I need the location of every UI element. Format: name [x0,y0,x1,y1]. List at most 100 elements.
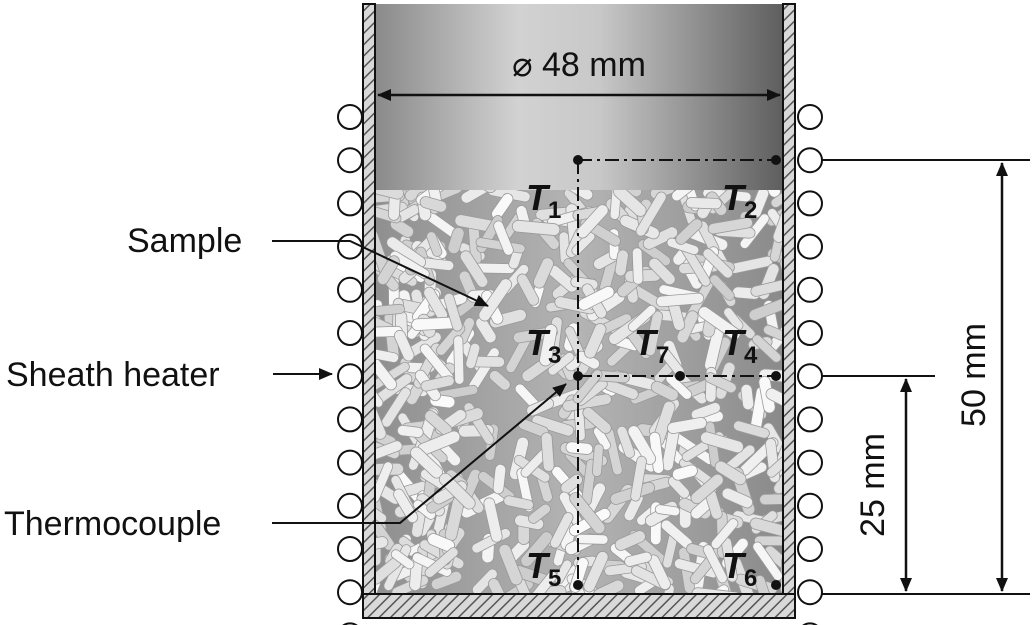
pellet [572,369,603,404]
pellet [498,543,523,586]
pellet [539,324,558,367]
pellet [627,425,657,465]
pellet [667,417,708,434]
pellet [614,530,646,551]
pellet [375,394,387,440]
heater-coil [797,363,823,390]
tc-point-5 [573,580,583,590]
pellet [530,570,558,593]
pellet [702,248,734,279]
heater-coil [337,233,363,260]
pellet [565,441,594,455]
sample-bed [375,190,783,593]
sheath-heater-coils [337,104,823,625]
pellet [690,473,724,505]
pellet [773,464,783,495]
pellet [375,303,405,316]
heater-coil [797,276,823,303]
height-50-label: 50 mm [955,323,993,427]
pellet [671,190,711,202]
pellet [691,587,742,593]
vessel-right-wall [782,3,796,619]
pellet [516,273,540,306]
pellet [733,420,770,439]
heater-coil [797,320,823,346]
pellet [540,432,555,472]
heater-coil [797,492,823,519]
thermocouple-leader [272,383,567,524]
pellet [723,307,744,331]
tc-label-5: T5 [526,545,561,592]
pellet [377,255,400,285]
tc-label-4: T4 [722,322,758,369]
pellet [511,219,561,236]
tc-label-7: T7 [634,322,669,369]
pellet [375,190,404,200]
pellet [527,503,551,524]
tc-point-1 [573,155,583,165]
pellet [582,406,612,434]
pellet [460,190,500,204]
pellet [465,342,481,370]
thermocouple-points [573,155,781,590]
pellet [375,353,398,391]
pellet [667,475,690,499]
pellet [602,190,643,198]
heater-coil [797,190,823,217]
pellet [710,518,739,550]
tc-point-4 [771,371,781,381]
pellet [531,414,575,437]
heater-coil [337,104,363,130]
heater-coil [337,276,363,303]
pellet [707,217,753,235]
pellet [447,227,465,255]
pellet [700,431,744,454]
heater-coil [797,579,823,606]
pellet [690,402,721,421]
pellet [763,324,783,341]
pellet [575,533,609,545]
pellet [420,375,455,392]
pellet [714,460,747,486]
thermocouple-lines [577,159,776,585]
heater-coil [337,579,363,606]
pellet [675,218,703,245]
pellet [375,536,389,552]
tc-label-2: T2 [722,177,757,224]
pellet [489,370,511,391]
diameter-label: ⌀ 48 mm [512,46,646,84]
pellet [709,274,735,301]
pellet [754,574,772,593]
heater-coil [337,406,363,433]
pellet [390,549,415,570]
thermocouple-labels: T1 T2 T3 T7 T4 T5 T6 [526,177,758,592]
pellet [375,503,387,524]
pellet [702,544,728,584]
sample-label: Sample [127,222,242,260]
pellet [754,535,783,547]
pellet [426,231,443,257]
pellet [554,559,573,585]
pellet [396,424,424,438]
pellet [749,517,783,538]
pellet [503,495,534,511]
heater-coil [337,190,363,217]
heater-coil [797,233,823,260]
pellet [475,316,497,344]
pellet [648,257,676,286]
pellet [654,504,681,517]
pellet [748,298,783,321]
pellet [584,323,607,359]
vessel-left-wall [362,3,376,619]
heater-coil [337,320,363,346]
pellet [583,550,609,593]
pellet [644,310,664,357]
heater-coil [797,147,823,174]
pellet [749,190,770,219]
pellet [772,206,783,243]
thermocouple-label: Thermocouple [4,505,221,543]
pellet [752,541,783,581]
pellet [488,578,508,593]
pellet [591,443,604,477]
